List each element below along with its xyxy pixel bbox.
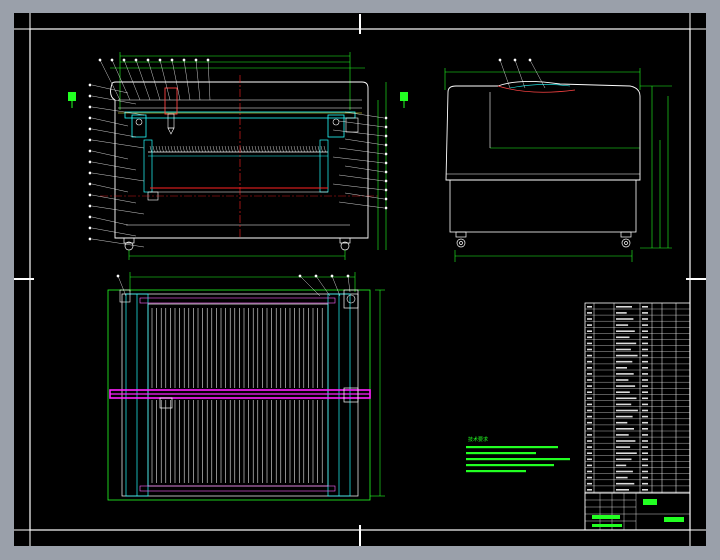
section-marker-left xyxy=(68,92,76,101)
top-view xyxy=(107,272,385,501)
tech-notes: 技术要求 xyxy=(466,436,570,473)
title-block xyxy=(584,492,691,531)
tech-notes-title: 技术要求 xyxy=(468,436,488,443)
parts-list xyxy=(584,302,691,494)
drawing-sheet xyxy=(14,13,706,546)
section-marker-right xyxy=(400,92,408,101)
corner-ticks xyxy=(14,13,706,546)
centering-marks xyxy=(14,14,706,546)
front-view xyxy=(68,52,408,260)
side-view xyxy=(444,58,672,262)
